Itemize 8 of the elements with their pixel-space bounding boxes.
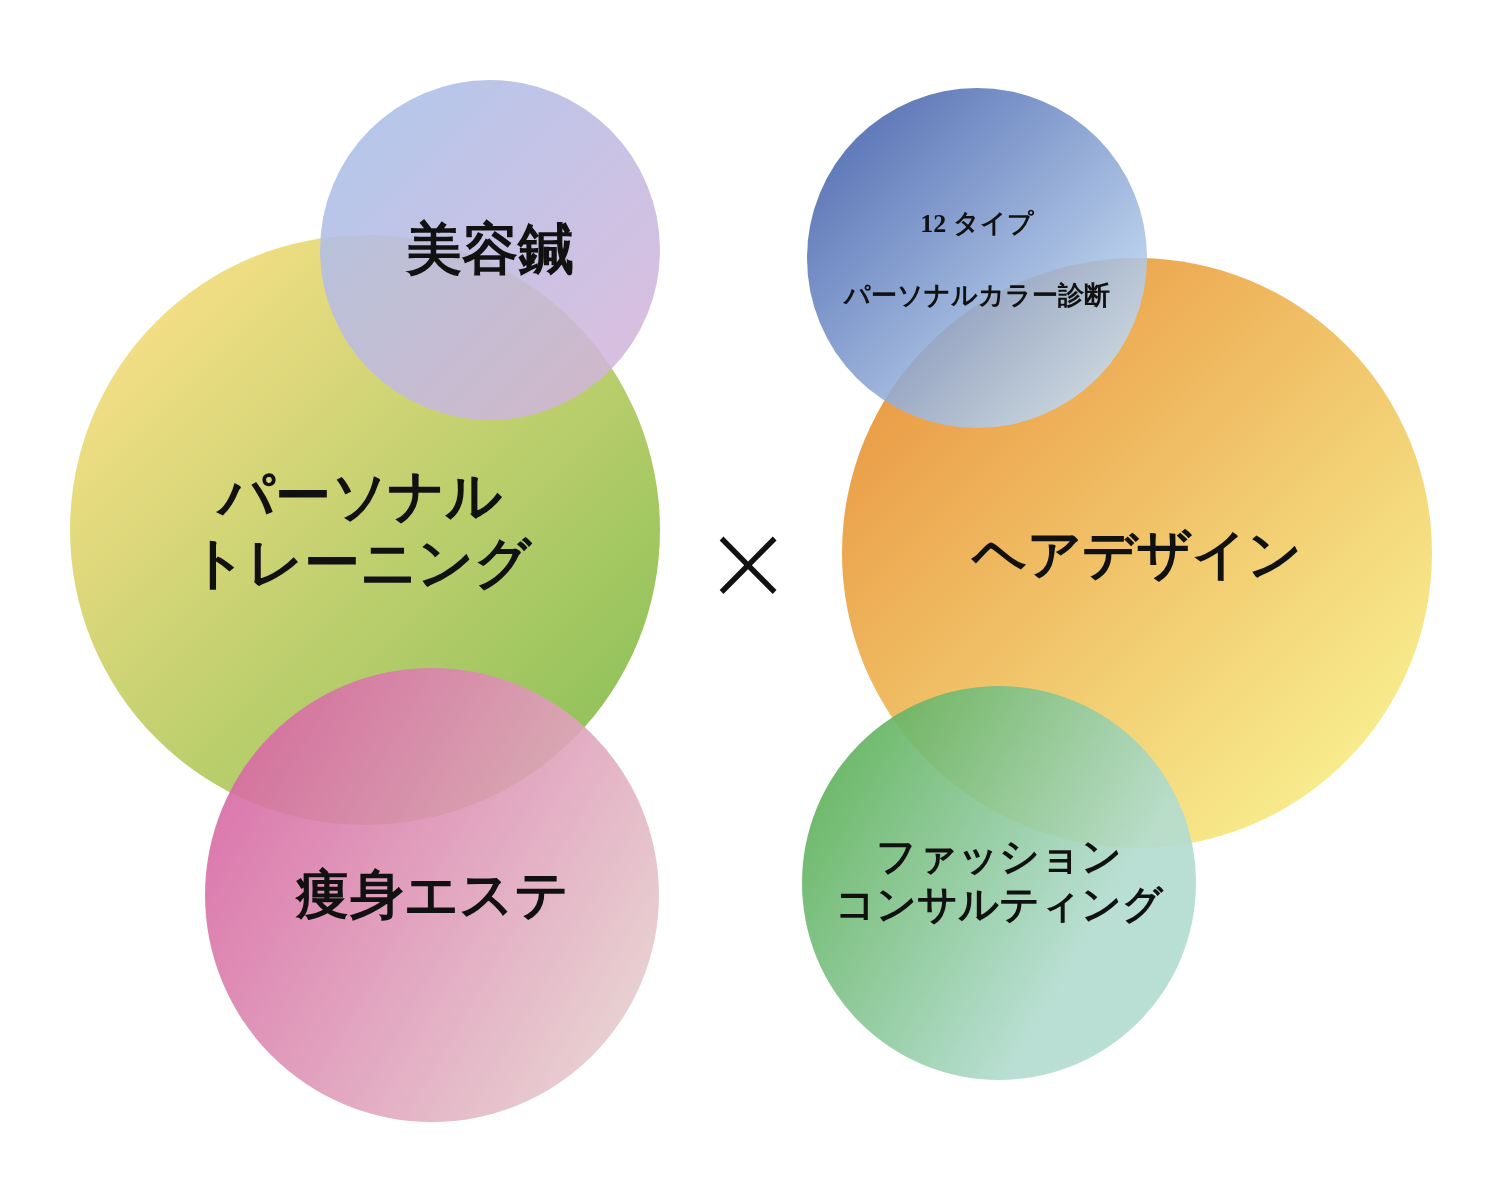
circle-label: 痩身エステ xyxy=(295,863,569,927)
circle-label: パーソナルカラー診断 xyxy=(844,280,1110,312)
multiply-sign: × xyxy=(701,498,795,626)
circle-label: 美容鍼 xyxy=(406,217,574,283)
circle-label: ヘアデザイン xyxy=(972,523,1302,587)
circle-label: パーソナルトレーニング xyxy=(189,463,531,596)
circle-label: ファッションコンサルティング xyxy=(835,833,1163,929)
circle-label: 12 タイプ xyxy=(920,208,1034,240)
